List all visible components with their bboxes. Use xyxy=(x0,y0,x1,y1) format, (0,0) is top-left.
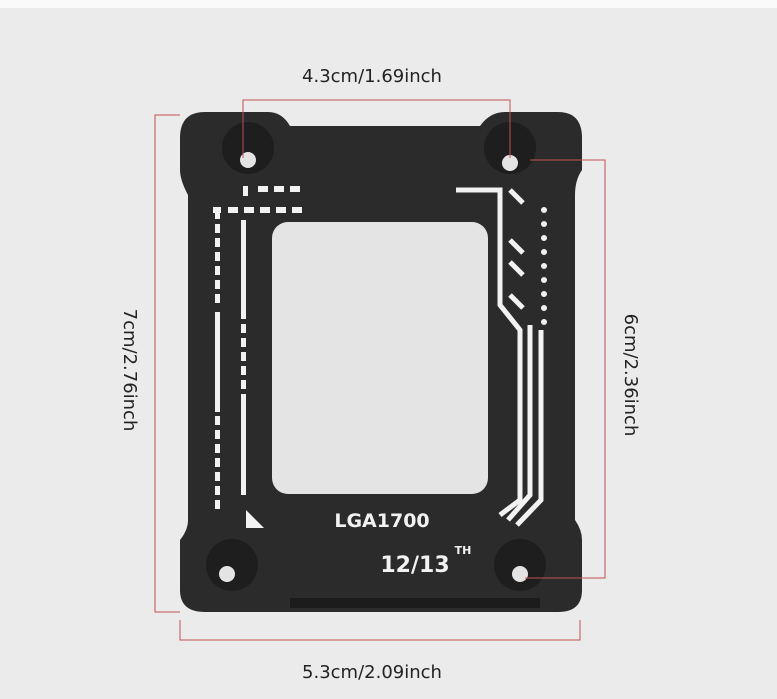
marking-dash xyxy=(258,186,268,192)
marking-dash xyxy=(215,500,220,509)
marking-dot xyxy=(541,291,547,297)
marking-dash xyxy=(244,207,254,213)
marking-dash xyxy=(241,380,246,389)
dimension-top: 4.3cm/1.69inch xyxy=(302,66,442,87)
marking-dash xyxy=(215,252,220,261)
marking-dash xyxy=(215,458,220,467)
marking-dash xyxy=(241,310,246,319)
marking-dash xyxy=(276,207,286,213)
marking-dash xyxy=(241,324,246,333)
bracket-plate xyxy=(180,112,582,612)
generation-label: 12/13 xyxy=(380,553,449,578)
marking-dash xyxy=(215,312,220,412)
marking-dash xyxy=(215,430,220,439)
marking-dot xyxy=(541,249,547,255)
marking-dash xyxy=(215,294,220,303)
marking-dot xyxy=(541,221,547,227)
marking-dash xyxy=(215,416,220,425)
marking-dash xyxy=(215,238,220,247)
marking-dash xyxy=(292,207,302,213)
dimension-bottom: 5.3cm/2.09inch xyxy=(302,662,442,683)
triangle-mark xyxy=(246,510,264,528)
circuit-markings xyxy=(213,186,547,509)
marking-dash xyxy=(243,186,248,196)
marking-dash xyxy=(215,224,220,233)
marking-dot xyxy=(541,305,547,311)
marking-dash xyxy=(274,186,284,192)
marking-dash xyxy=(215,472,220,481)
marking-dash xyxy=(241,395,246,495)
marking-dash xyxy=(241,352,246,361)
marking-dot xyxy=(541,319,547,325)
marking-dash xyxy=(290,186,300,192)
dimension-lines xyxy=(154,99,606,641)
marking-dash xyxy=(241,366,246,375)
marking-dot xyxy=(541,277,547,283)
center-window xyxy=(272,222,488,494)
top-strip xyxy=(0,0,777,8)
marking-dash xyxy=(215,486,220,495)
circuit-traces xyxy=(456,187,544,527)
marking-dash xyxy=(228,207,238,213)
marking-dash xyxy=(241,220,246,315)
model-label: LGA1700 xyxy=(334,510,429,532)
marking-dot xyxy=(541,263,547,269)
mounting-holes xyxy=(206,122,546,591)
marking-dot xyxy=(541,235,547,241)
marking-dash xyxy=(241,338,246,347)
marking-dot xyxy=(541,207,547,213)
marking-dash xyxy=(215,210,220,219)
dimension-right: 6cm/2.36inch xyxy=(620,314,641,437)
marking-dash xyxy=(215,266,220,275)
dimension-left: 7cm/2.76inch xyxy=(119,309,140,432)
generation-suffix: TH xyxy=(455,544,472,557)
marking-dash xyxy=(215,280,220,289)
marking-dash xyxy=(215,444,220,453)
marking-dash xyxy=(260,207,270,213)
